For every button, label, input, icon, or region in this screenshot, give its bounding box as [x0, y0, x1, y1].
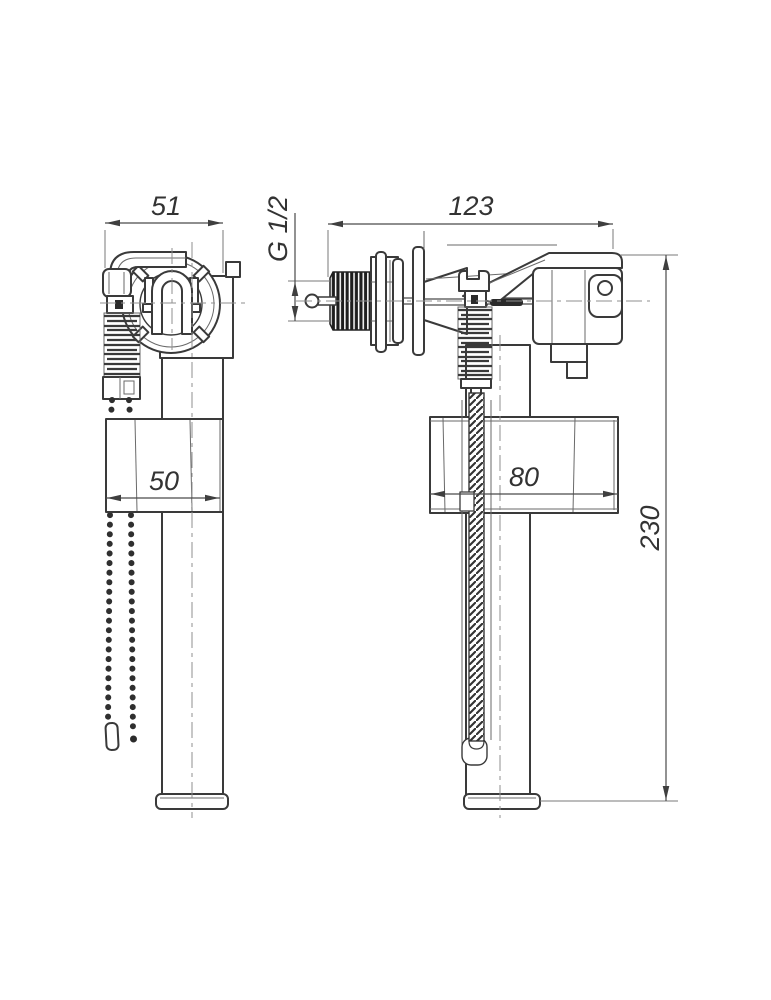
collar-hole: [115, 300, 123, 309]
dim-label-50: 50: [149, 466, 179, 496]
bead-chain-left: [105, 397, 115, 725]
dimension-123: 123: [327, 191, 614, 277]
spring-seat: [460, 378, 492, 389]
dim-label-230: 230: [635, 505, 665, 551]
siphon-bend: [151, 270, 193, 335]
dimension-230: 230: [540, 254, 678, 802]
sleeve-bottom-cap: [461, 737, 488, 766]
spring-clip: [102, 376, 141, 400]
float-cup-front: [105, 418, 224, 513]
body-foot: [566, 361, 588, 379]
toothed-rack: [468, 392, 485, 750]
side-view: [304, 231, 623, 810]
chain-pull-grip: [104, 721, 120, 752]
dimension-50: 50: [106, 466, 220, 502]
tube-base-side: [463, 793, 541, 810]
rack-and-sleeve: [459, 392, 492, 766]
dim-label-80: 80: [509, 462, 539, 492]
pivot-cap: [588, 274, 623, 318]
dim-label-51: 51: [151, 191, 181, 221]
bead-chain-right: [126, 397, 137, 743]
adjuster-screw: [458, 270, 490, 308]
dimension-g12: G 1/2: [263, 196, 330, 322]
dim-label-thread: G 1/2: [263, 196, 293, 262]
body-lower-tab: [550, 343, 588, 363]
dimension-51: 51: [104, 191, 224, 273]
front-view: [102, 251, 241, 810]
adjust-spring-side: [457, 306, 493, 395]
float-latch: [459, 491, 475, 512]
dimension-80: 80: [430, 462, 618, 498]
elbow-end-cap: [102, 268, 132, 298]
flange-washer-1: [375, 251, 387, 353]
dim-label-123: 123: [448, 191, 493, 221]
head-tab: [225, 261, 241, 278]
lever-pin: [490, 299, 523, 306]
centerlines: [100, 242, 650, 818]
mounting-spring-front: [103, 312, 141, 378]
